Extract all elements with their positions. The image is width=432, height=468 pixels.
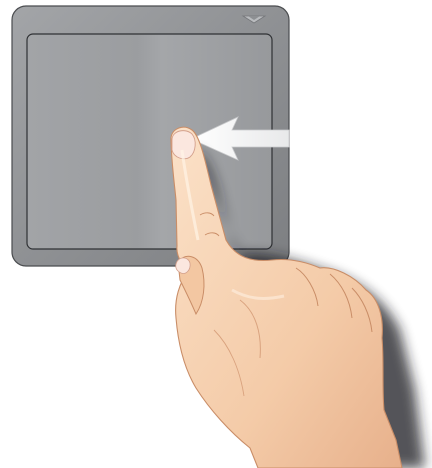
thumb-nail xyxy=(176,258,190,274)
